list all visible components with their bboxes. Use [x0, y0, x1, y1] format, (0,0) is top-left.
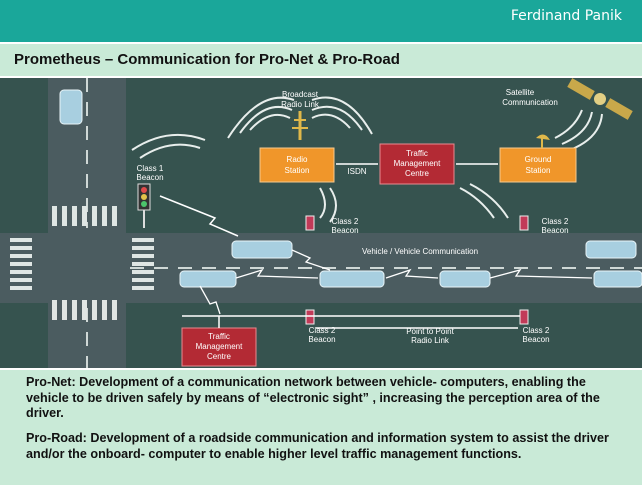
p2p-label-1: Point to Point [406, 327, 454, 336]
class2-beacon-icon [305, 215, 529, 325]
class2-top-right-label-2: Beacon [541, 226, 568, 235]
class2-top-right-label-1: Class 2 [542, 217, 569, 226]
dish-antenna-icon [536, 134, 550, 148]
description-panel: Pro-Net: Development of a communication … [0, 370, 642, 485]
slide-title: Prometheus – Communication for Pro-Net &… [14, 51, 400, 68]
v2v-links [199, 249, 593, 315]
radio-station-label-2: Station [285, 166, 310, 175]
tmc-bottom-label-3: Centre [207, 352, 232, 361]
isdn-label: ISDN [347, 167, 366, 176]
vehicles [59, 89, 642, 288]
class2-top-left-label-1: Class 2 [332, 217, 359, 226]
tmc-top-label-3: Centre [405, 169, 430, 178]
satellite-icon [567, 78, 633, 120]
satellite-label: Satellite [506, 88, 535, 97]
communication-diagram: Broadcast Radio Link Satellite Communica… [0, 78, 642, 368]
radio-station-box [259, 147, 335, 183]
communication-label: Communication [502, 98, 558, 107]
tmc-bottom-label-2: Management [196, 342, 243, 351]
tmc-top-label-1: Traffic [406, 149, 428, 158]
broadcast-label: Broadcast [282, 90, 319, 99]
zebra-crossings [10, 206, 154, 320]
station-waves [319, 183, 509, 223]
tmc-bottom-label-1: Traffic [208, 332, 230, 341]
class2-bottom-right-label-2: Beacon [522, 335, 549, 344]
radio-link-label: Radio Link [281, 100, 320, 109]
traffic-light-icon [137, 183, 151, 228]
pro-net-description: Pro-Net: Development of a communication … [26, 375, 600, 421]
class1-label-1: Class 1 [137, 164, 164, 173]
ground-station-label-1: Ground [525, 155, 552, 164]
class1-label-2: Beacon [136, 173, 163, 182]
class2-bottom-right-label-1: Class 2 [523, 326, 550, 335]
tmc-top-label-2: Management [394, 159, 441, 168]
broadcast-waves [131, 96, 373, 159]
tmc-bottom-box [181, 327, 257, 367]
author-name: Ferdinand Panik [510, 8, 622, 24]
class1-link [159, 195, 239, 237]
broadcast-tower-icon [292, 111, 308, 140]
radio-station-label-1: Radio [287, 155, 308, 164]
tmc-top-box [379, 143, 455, 185]
class2-bottom-left-label-1: Class 2 [309, 326, 336, 335]
v2v-label: Vehicle / Vehicle Communication [362, 247, 478, 256]
header-bar: Ferdinand Panik [0, 0, 642, 42]
title-band: Prometheus – Communication for Pro-Net &… [0, 44, 642, 76]
class2-top-left-label-2: Beacon [331, 226, 358, 235]
pro-road-description: Pro-Road: Development of a roadside comm… [26, 431, 609, 461]
p2p-label-2: Radio Link [411, 336, 450, 345]
ground-station-label-2: Station [526, 166, 551, 175]
ground-station-box [499, 147, 577, 183]
class2-bottom-left-label-2: Beacon [308, 335, 335, 344]
